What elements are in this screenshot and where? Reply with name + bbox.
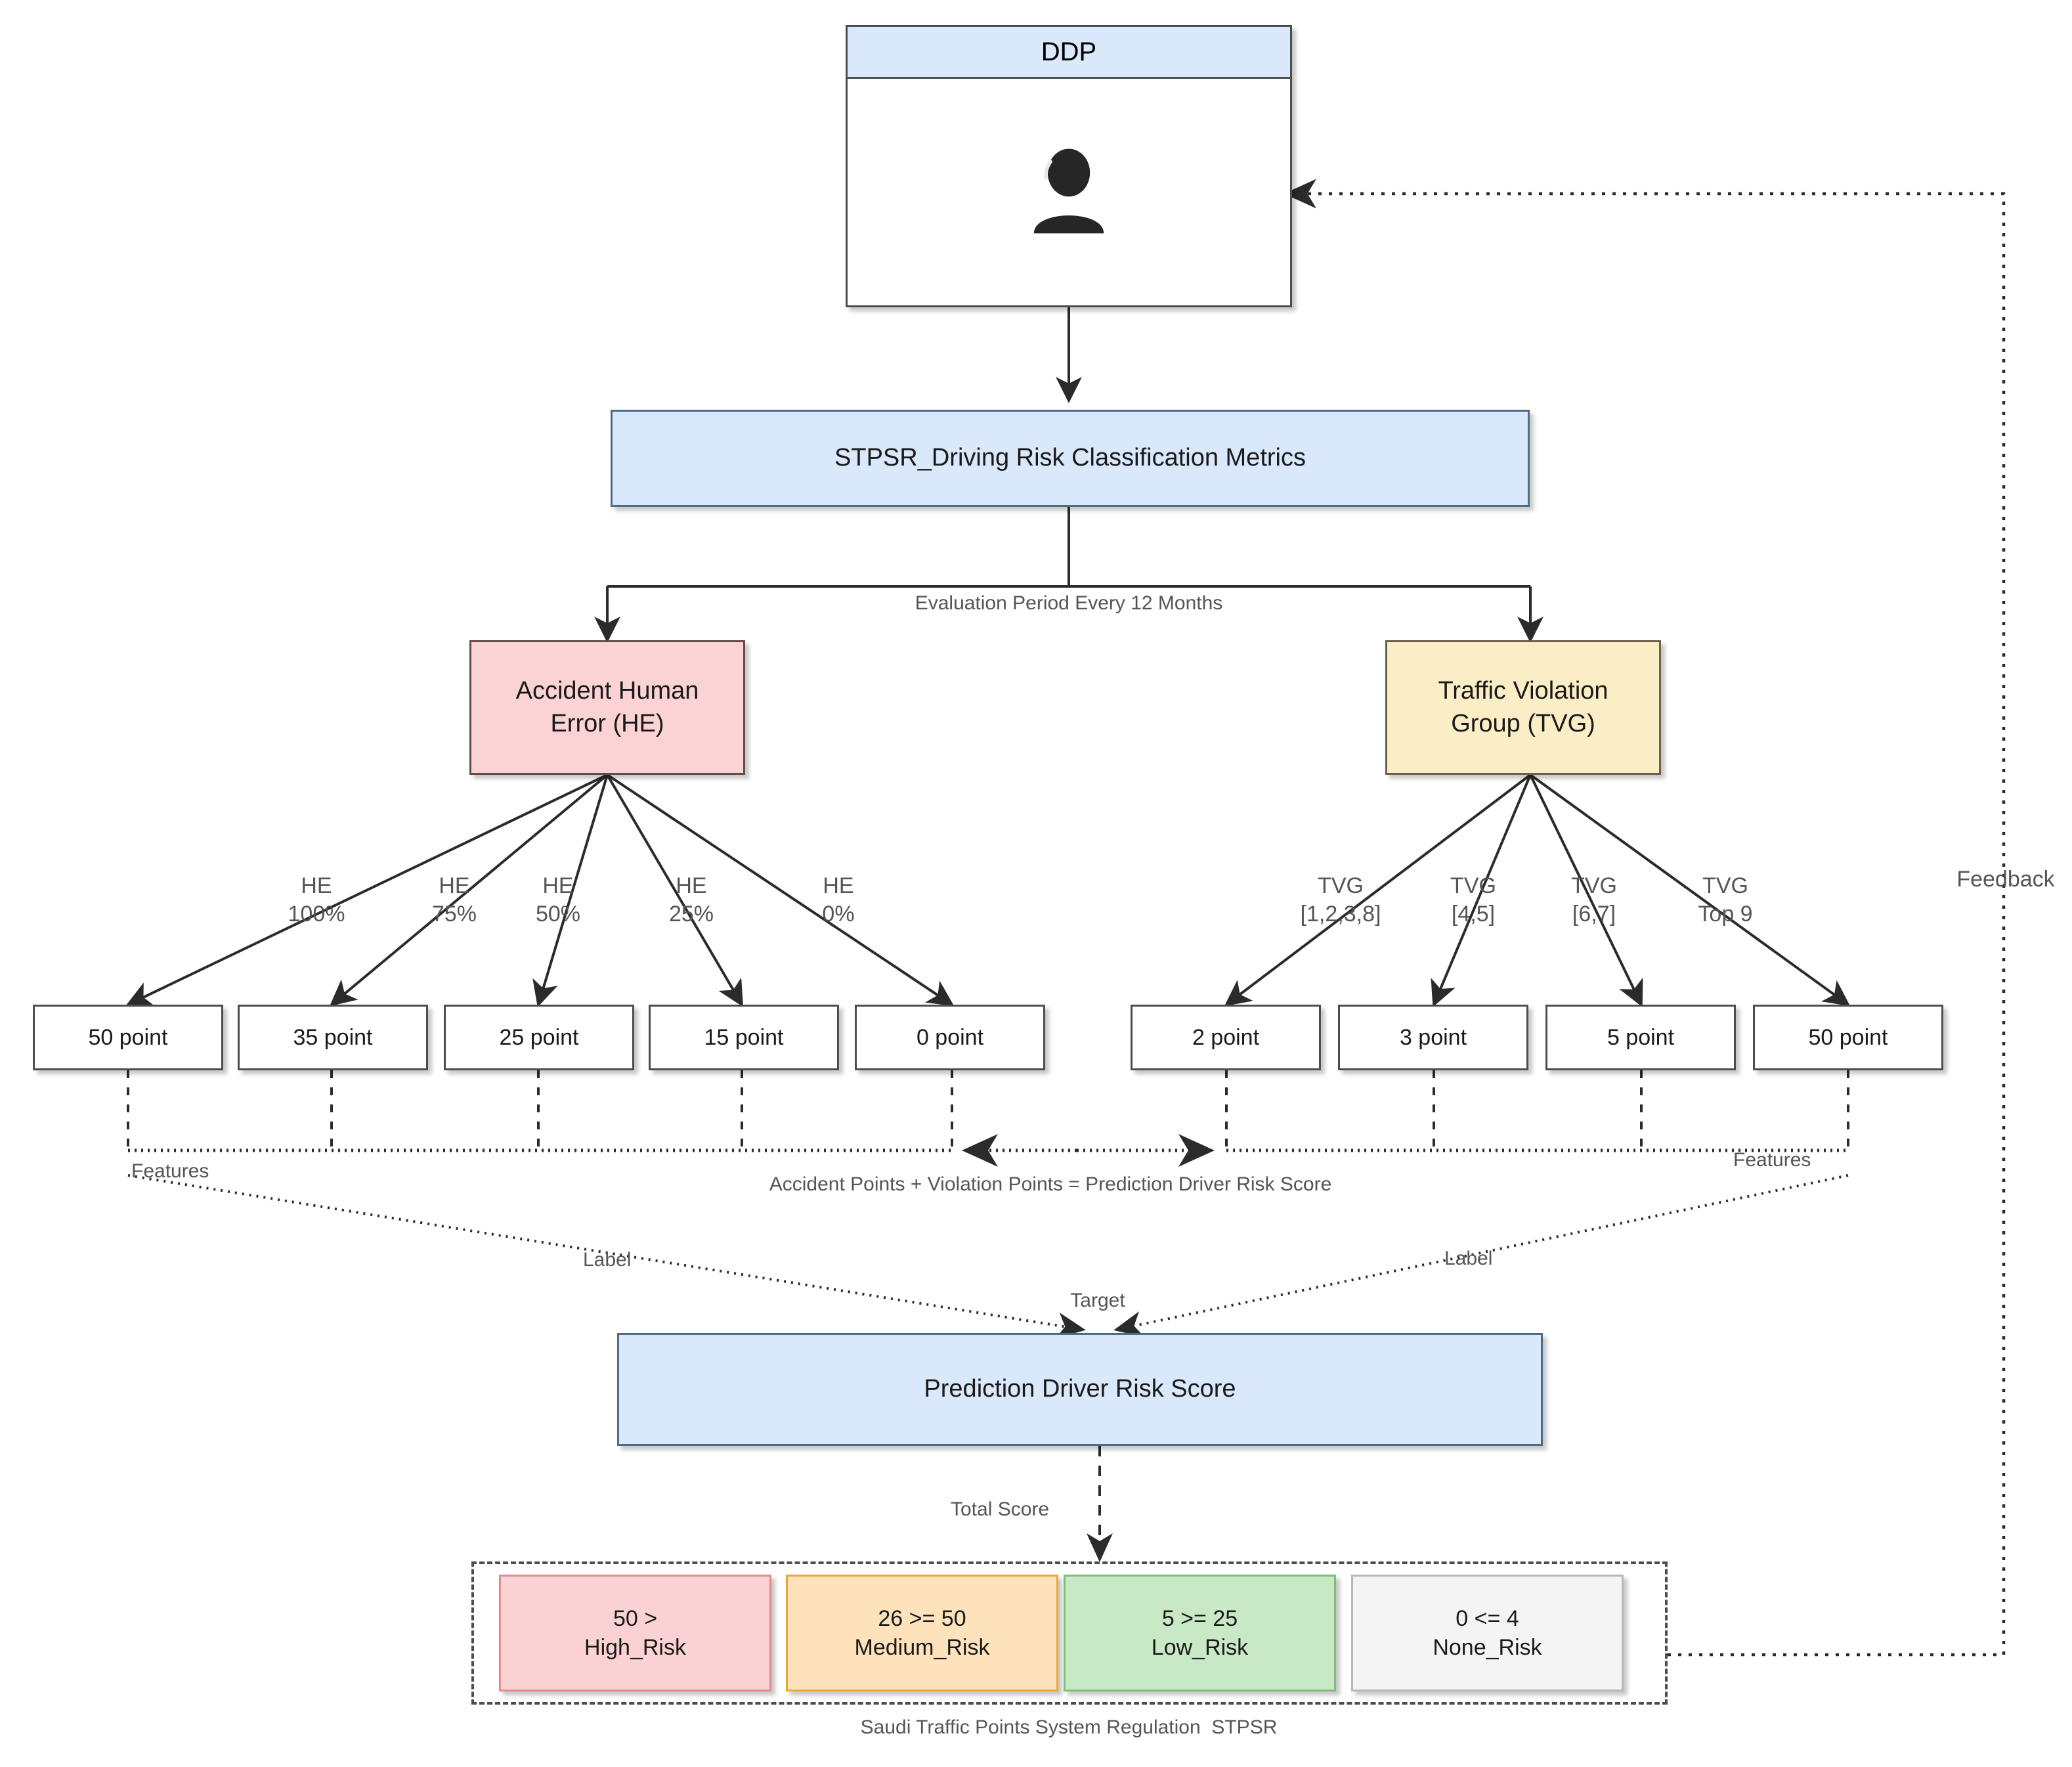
metrics-node[interactable]: STPSR_Driving Risk Classification Metric… (611, 410, 1530, 507)
he-condition-3: HE 25% (668, 873, 714, 927)
he-point-label-3: 15 point (704, 1024, 784, 1050)
tvg-point-label-3: 50 point (1808, 1024, 1888, 1050)
tvg-condition-2: TVG [6,7] (1571, 873, 1617, 927)
risk-range-high: 50 > (613, 1605, 658, 1631)
tvg-point-label-2: 5 point (1607, 1024, 1675, 1050)
tvg-condition-1: TVG [4,5] (1450, 873, 1496, 927)
tvg-point-box-3[interactable]: 50 point (1753, 1005, 1943, 1070)
he-point-box-0[interactable]: 50 point (33, 1005, 223, 1070)
tvg-point-box-1[interactable]: 3 point (1338, 1005, 1528, 1070)
he-condition-0: HE 100% (288, 873, 345, 927)
risk-box-high[interactable]: 50 > High_Risk (499, 1575, 771, 1691)
risk-name-none: None_Risk (1433, 1635, 1542, 1660)
violation-group-label: Traffic Violation Group (TVG) (1438, 677, 1608, 737)
risk-name-high: High_Risk (584, 1635, 686, 1660)
tvg-condition-0: TVG [1,2,3,8] (1300, 873, 1381, 927)
sum-formula-label: Accident Points + Violation Points = Pre… (769, 1173, 1332, 1195)
prediction-node[interactable]: Prediction Driver Risk Score (617, 1333, 1543, 1446)
prediction-label: Prediction Driver Risk Score (924, 1375, 1236, 1403)
he-point-label-2: 25 point (499, 1024, 579, 1050)
tvg-point-box-0[interactable]: 2 point (1131, 1005, 1321, 1070)
feedback-label: Feedback (1956, 867, 2055, 892)
evaluation-period-label: Evaluation Period Every 12 Months (915, 592, 1223, 614)
he-condition-2: HE 50% (535, 873, 581, 927)
he-point-label-1: 35 point (293, 1024, 373, 1050)
tvg-point-label-1: 3 point (1399, 1024, 1467, 1050)
risk-range-medium: 26 >= 50 (878, 1605, 966, 1631)
risk-name-low: Low_Risk (1151, 1635, 1249, 1660)
human-error-node[interactable]: Accident Human Error (HE) (469, 640, 745, 775)
he-point-box-3[interactable]: 15 point (649, 1005, 839, 1070)
tvg-condition-3: TVG Top 9 (1698, 873, 1753, 927)
tvg-point-box-2[interactable]: 5 point (1545, 1005, 1736, 1070)
tvg-point-label-0: 2 point (1192, 1024, 1260, 1050)
target-label: Target (1070, 1290, 1125, 1311)
he-condition-4: HE 0% (822, 873, 855, 927)
he-point-box-4[interactable]: 0 point (855, 1005, 1045, 1070)
features-right-label: Features (1733, 1149, 1811, 1171)
diagram-caption: Saudi Traffic Points System Regulation S… (860, 1716, 1278, 1738)
risk-box-none[interactable]: 0 <= 4 None_Risk (1351, 1575, 1624, 1691)
he-point-box-2[interactable]: 25 point (444, 1005, 634, 1070)
risk-box-low[interactable]: 5 >= 25 Low_Risk (1064, 1575, 1336, 1691)
risk-box-medium[interactable]: 26 >= 50 Medium_Risk (786, 1575, 1058, 1691)
person-icon (1033, 148, 1104, 234)
violation-group-node[interactable]: Traffic Violation Group (TVG) (1385, 640, 1661, 775)
risk-range-low: 5 >= 25 (1161, 1605, 1238, 1631)
he-condition-1: HE 75% (431, 873, 477, 927)
risk-name-medium: Medium_Risk (854, 1635, 990, 1660)
he-point-label-4: 0 point (916, 1024, 984, 1050)
label-right: Label (1444, 1248, 1493, 1269)
features-left-label: Features (131, 1160, 209, 1182)
he-point-box-1[interactable]: 35 point (238, 1005, 428, 1070)
total-score-label: Total Score (951, 1498, 1050, 1520)
risk-group-container (471, 1561, 1668, 1705)
ddp-header: DDP (848, 27, 1290, 79)
label-left: Label (583, 1249, 632, 1271)
ddp-node[interactable]: DDP (846, 25, 1292, 307)
risk-range-none: 0 <= 4 (1456, 1605, 1519, 1631)
ddp-label: DDP (1041, 37, 1097, 66)
human-error-label: Accident Human Error (HE) (515, 677, 699, 737)
he-point-label-0: 50 point (88, 1024, 168, 1050)
metrics-label: STPSR_Driving Risk Classification Metric… (834, 444, 1306, 472)
